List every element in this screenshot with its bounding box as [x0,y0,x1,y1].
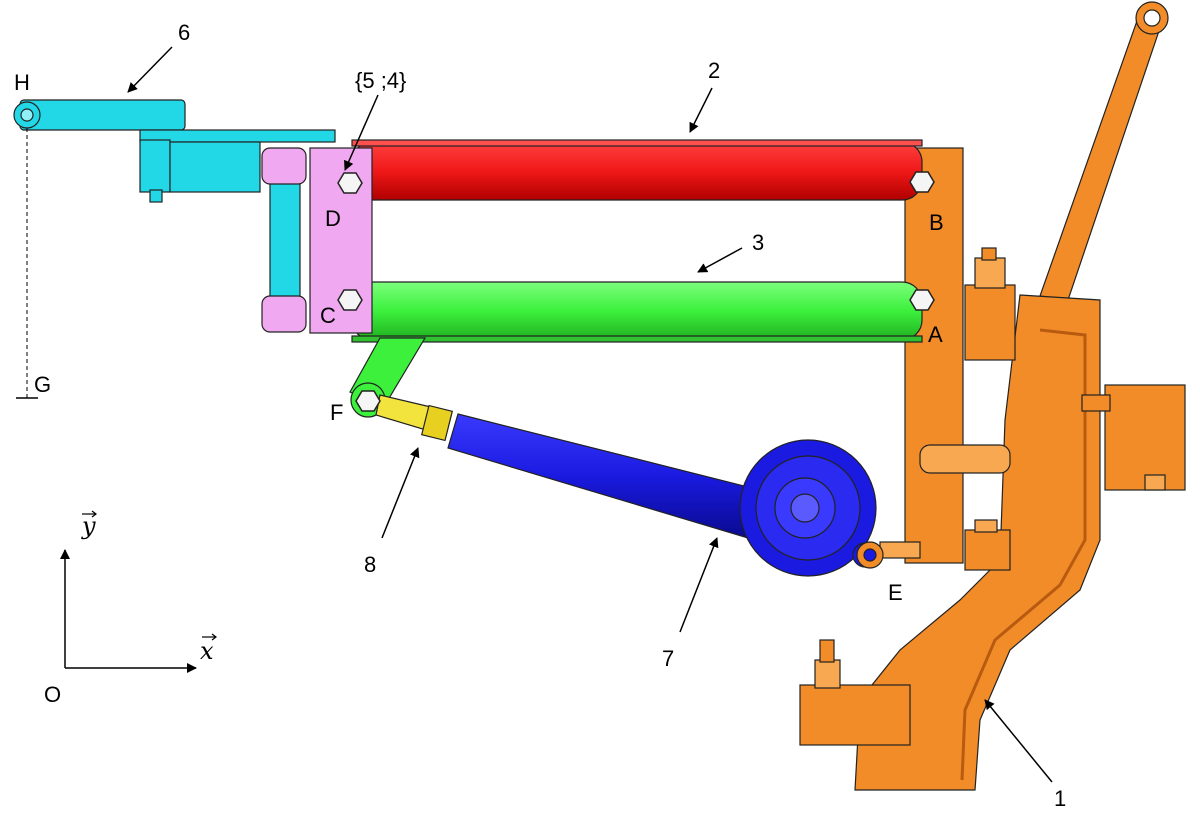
part-label-1: 1 [1054,786,1066,811]
point-label-e: E [888,580,903,605]
arrow-8 [381,447,420,539]
point-label-f: F [330,400,343,425]
coordinate-axes [60,549,197,673]
point-label-h: H [14,70,30,95]
part-label-3: 3 [752,230,764,255]
bolt-b [909,171,935,193]
arrow-1 [984,699,1053,783]
part-8-rod [375,394,453,442]
point-label-o: O [44,682,61,707]
bolt-c [337,289,363,311]
bolt-a [909,289,935,311]
part-6-head [13,99,336,309]
arrow-2 [689,87,713,133]
part-label-2: 2 [708,58,720,83]
part-label-6: 6 [178,20,190,45]
part-2-upper-arm [351,139,923,201]
bolt-d [337,172,363,194]
arrow-5-4 [344,94,379,171]
y-axis-label: y [81,512,96,540]
point-label-b: B [929,210,944,235]
point-label-d: D [325,206,341,231]
point-label-c: C [320,303,336,328]
point-label-g: G [34,372,51,397]
bolt-f [355,390,381,412]
part-label-5-4: {5 ;4} [355,68,406,93]
part-label-8: 8 [364,552,376,577]
vector-arrows [82,510,217,641]
part-7-cylinder [447,413,884,577]
point-label-a: A [928,322,943,347]
part-1-frame [799,1,1186,791]
bolts [337,171,935,412]
part-3-lower-arm [349,281,923,418]
part-label-7: 7 [662,646,674,671]
arrow-6 [127,46,173,93]
leader-arrows [127,46,1053,783]
arrow-3 [697,247,743,273]
arrow-7 [679,537,719,633]
x-axis-label: x [200,637,214,665]
